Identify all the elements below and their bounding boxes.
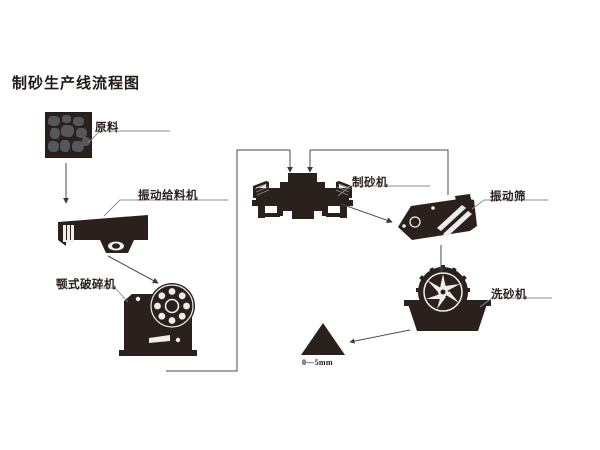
label-vibrating-screen: 振动筛 [490,191,526,203]
leader-sand-maker [337,185,430,197]
leader-vibrating-screen [471,199,548,210]
page-title: 制砂生产线流程图 [12,75,141,92]
raw-material-photo [45,112,92,158]
sand-making-machine-icon [252,173,353,219]
leader-raw-material [87,130,170,144]
leader-jaw-crusher [58,287,129,303]
sand-washer-icon [404,265,491,331]
label-sand-washer: 洗砂机 [491,289,527,301]
leader-vibrating-feeder [103,199,228,217]
edge-feeder-to-crusher [107,255,159,284]
label-vibrating-feeder: 振动给料机 [138,190,198,202]
leader-sand-washer [479,297,552,308]
label-sand-maker: 制砂机 [352,177,388,189]
vibrating-feeder-icon [58,215,148,253]
label-jaw-crusher: 颚式破碎机 [56,279,116,291]
vibrating-screen-icon [398,194,477,240]
product-pile-icon [301,323,345,355]
edge-screen-return-rail [310,149,449,195]
edge-sandmaker-to-screen [340,203,393,224]
jaw-crusher-icon [119,283,197,356]
label-raw-material: 原料 [95,122,119,134]
label-product-size: 0—5mm [302,358,333,367]
edge-washer-to-product [349,329,411,344]
edge-crusher-to-sandmaker [166,149,290,372]
